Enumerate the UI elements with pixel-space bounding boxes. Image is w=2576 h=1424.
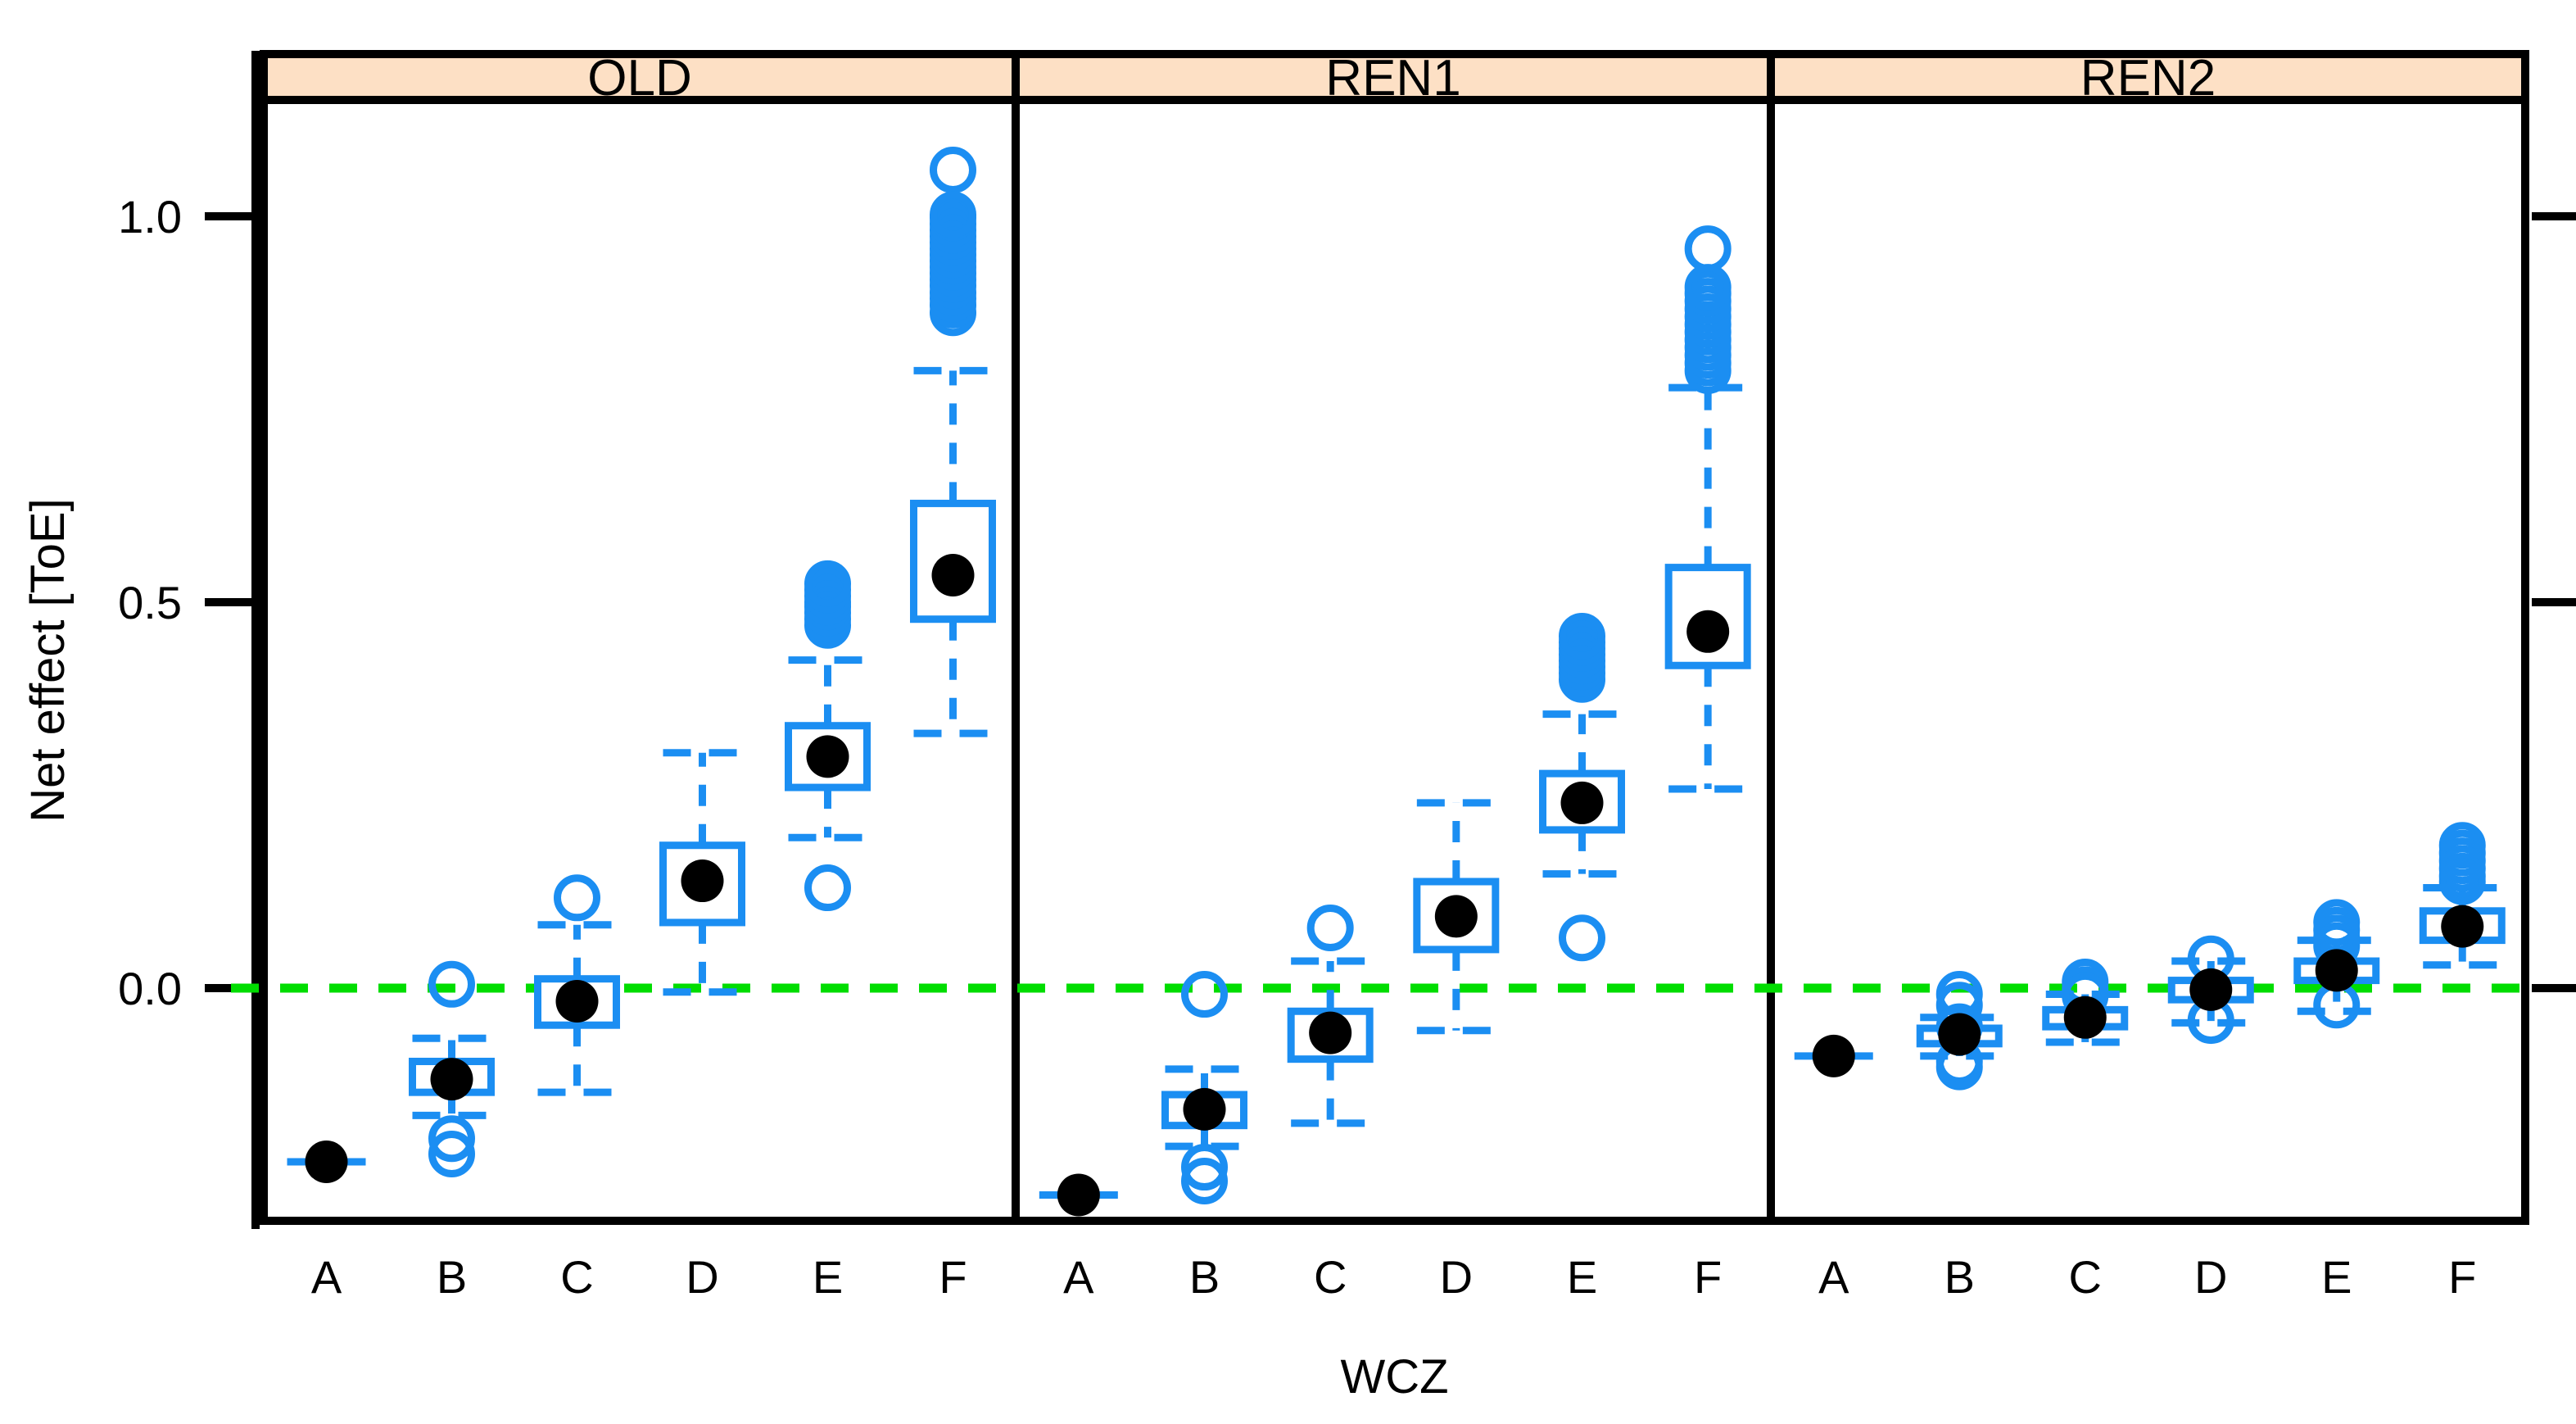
outlier-point (428, 1131, 475, 1178)
mean-point (806, 735, 849, 778)
outlier-point (1181, 1158, 1228, 1204)
mean-point (1183, 1087, 1226, 1131)
x-tick-label-old-E: E (813, 1251, 843, 1303)
y-tick-label-1: 0.5 (118, 577, 182, 628)
outlier-point (1181, 971, 1228, 1018)
x-tick-label-ren1-B: B (1189, 1251, 1220, 1303)
x-tick-label-old-D: D (686, 1251, 718, 1303)
x-tick-label-ren1-C: C (1314, 1251, 1347, 1303)
x-tick-label-ren1-D: D (1440, 1251, 1473, 1303)
mean-point (681, 859, 724, 903)
boxplot-old-E (785, 560, 871, 912)
boxplot-ren1-C (1287, 905, 1374, 1127)
outlier-point (2438, 858, 2486, 905)
boxplot-ren1-F (1664, 225, 1751, 793)
outlier-point (930, 191, 976, 238)
x-tick-label-ren1-E: E (1567, 1251, 1597, 1303)
mean-point (1938, 1013, 1981, 1056)
boxplot-ren1-B (1161, 971, 1247, 1204)
outlier-point (804, 560, 851, 607)
x-tick-label-ren2-F: F (2448, 1251, 2476, 1303)
boxplot-old-F (910, 146, 996, 737)
boxplot-ren1-D (1413, 799, 1500, 1035)
boxplot-ren2-C (2042, 958, 2129, 1046)
outlier-point (1559, 612, 1605, 660)
x-tick-label-ren2-C: C (2069, 1251, 2102, 1303)
boxplot-ren2-B (1916, 971, 2003, 1091)
mean-point (2315, 949, 2358, 992)
outlier-point (930, 146, 976, 193)
x-tick-label-ren2-A: A (1818, 1251, 1849, 1303)
y-tick-label-2: 1.0 (118, 191, 182, 243)
x-tick-label-old-F: F (939, 1251, 967, 1303)
mean-point (305, 1140, 348, 1183)
mean-point (430, 1058, 473, 1101)
x-tick-label-old-B: B (437, 1251, 467, 1303)
y-tick-label-0: 0.0 (118, 963, 182, 1014)
x-tick-label-ren2-E: E (2321, 1251, 2352, 1303)
boxplot-ren1-E (1539, 612, 1625, 962)
outlier-point (428, 1115, 475, 1163)
outlier-point (1181, 1144, 1228, 1191)
x-tick-label-ren1-A: A (1063, 1251, 1094, 1303)
panel-strip-ren1 (1016, 54, 1771, 100)
boxplot-ren2-D (2167, 935, 2254, 1045)
mean-point (1309, 1011, 1352, 1054)
x-tick-label-old-A: A (311, 1251, 342, 1303)
panel-strip-old (264, 54, 1016, 100)
outlier-point (804, 864, 851, 912)
x-axis-title: WCZ (1340, 1350, 1448, 1404)
boxplot-ren2-E (2293, 899, 2380, 1029)
y-axis-title: Net effect [ToE] (21, 498, 75, 822)
outlier-point (1559, 914, 1605, 962)
x-tick-label-old-C: C (560, 1251, 593, 1303)
boxplot-ren2-A (1794, 1034, 1873, 1077)
mean-point (1812, 1034, 1855, 1077)
mean-point (1434, 895, 1478, 938)
mean-point (931, 554, 975, 597)
outlier-point (554, 874, 600, 922)
boxplot-old-D (659, 749, 745, 996)
x-tick-label-ren2-D: D (2194, 1251, 2227, 1303)
mean-point (1560, 781, 1604, 824)
panel-frame-ren2 (1767, 50, 2529, 1225)
boxplot-old-C (534, 874, 620, 1096)
outlier-point (1306, 905, 1354, 952)
mean-point (2441, 905, 2484, 948)
boxplot-ren2-F (2419, 822, 2506, 969)
boxplot-old-A (287, 1140, 366, 1183)
mean-point (2063, 995, 2107, 1039)
mean-point (555, 980, 599, 1023)
mean-point (1057, 1173, 1100, 1217)
x-tick-label-ren1-F: F (1694, 1251, 1722, 1303)
outlier-point (1684, 264, 1732, 311)
boxplot-old-B (409, 960, 495, 1178)
panel-strip-ren2 (1771, 54, 2525, 100)
boxplot-ren1-A (1039, 1173, 1118, 1217)
mean-point (2189, 968, 2233, 1011)
mean-point (1686, 610, 1730, 653)
outlier-point (428, 960, 475, 1008)
x-tick-label-ren2-B: B (1944, 1251, 1975, 1303)
